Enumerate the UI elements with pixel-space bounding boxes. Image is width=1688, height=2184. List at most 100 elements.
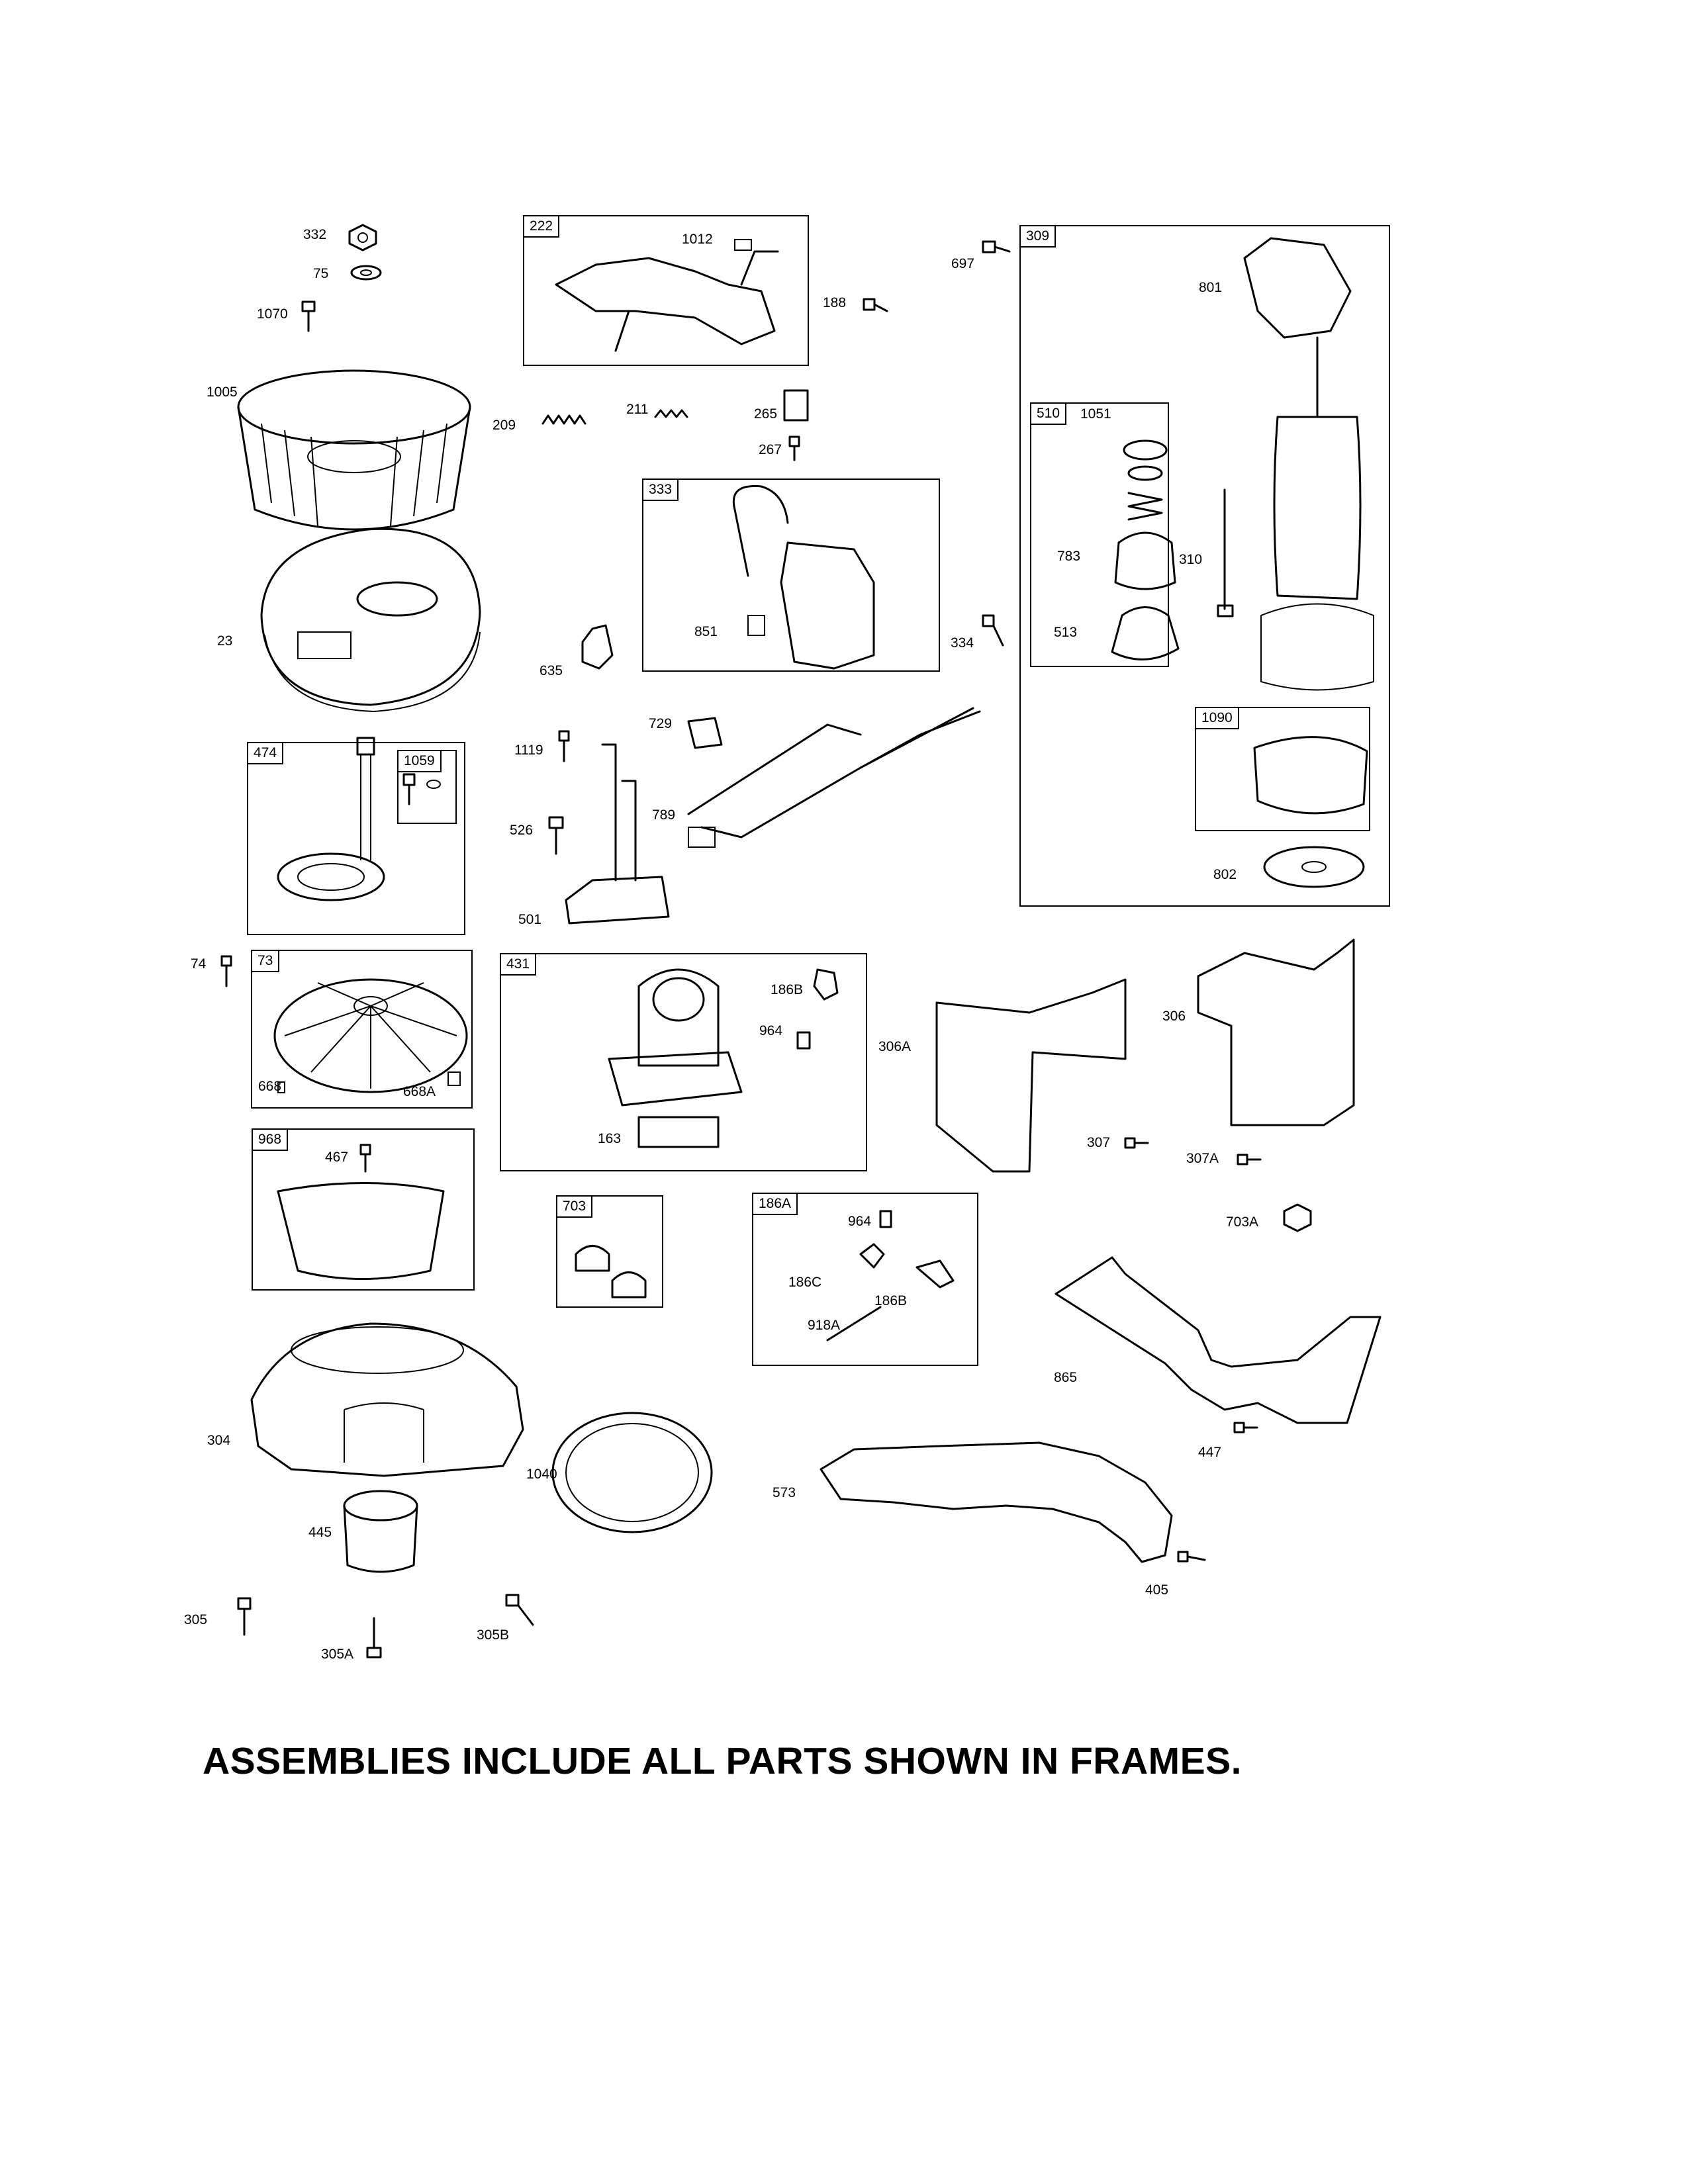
callout-1119: 1119 (514, 743, 543, 758)
frame-tag-968: 968 (253, 1130, 289, 1151)
blower-housing-304-drawing (250, 1322, 524, 1477)
callout-186B: 186B (771, 982, 804, 997)
screw-334-drawing (982, 614, 1004, 647)
screw-697-drawing (982, 240, 1011, 253)
callout-307A: 307A (1186, 1151, 1219, 1166)
ignition-coil-333-drawing (733, 484, 875, 670)
callout-467: 467 (325, 1150, 349, 1165)
washer-75-drawing (350, 265, 382, 281)
bolt-310-drawing (1217, 488, 1234, 617)
shroud-968-drawing (277, 1182, 445, 1280)
callout-635: 635 (539, 663, 563, 678)
ring-1040-drawing (551, 1412, 713, 1533)
bolt-526-drawing (548, 816, 564, 855)
screw-467-drawing (359, 1144, 371, 1173)
bolt-305-drawing (237, 1597, 252, 1636)
baffle-306A-drawing (935, 978, 1127, 1173)
callout-783: 783 (1057, 549, 1081, 564)
alternator-plug-drawing (356, 737, 375, 756)
callout-74: 74 (191, 956, 207, 972)
clip-851-drawing (747, 615, 765, 636)
frame-968: 968 (252, 1128, 475, 1291)
baffle-306-drawing (1197, 938, 1355, 1126)
spring-211-drawing (654, 409, 688, 418)
baffle-573-drawing (820, 1441, 1173, 1563)
callout-445: 445 (308, 1525, 332, 1540)
gear-783-drawing (1114, 531, 1176, 590)
spring-drawing (1127, 492, 1163, 521)
callout-573: 573 (773, 1485, 796, 1500)
callout-186C: 186C (788, 1275, 822, 1290)
screw-405-drawing (1177, 1551, 1206, 1563)
gasket-163-drawing (637, 1116, 720, 1148)
armature-drawing (1273, 416, 1362, 600)
callout-964-186A: 964 (848, 1214, 872, 1229)
frame-1090: 1090 (1195, 707, 1370, 831)
callout-729: 729 (649, 716, 673, 731)
callout-1040: 1040 (526, 1467, 557, 1482)
callout-267: 267 (759, 442, 782, 457)
fan-1005-drawing (237, 369, 471, 531)
frame-703: 703 (556, 1195, 663, 1308)
callout-305A: 305A (321, 1647, 354, 1662)
frame-tag-222: 222 (524, 216, 560, 238)
frame-tag-186A: 186A (753, 1194, 798, 1215)
frame-474: 474 (247, 742, 465, 935)
callout-703A: 703A (1226, 1214, 1259, 1230)
fitting-186B-186A-drawing (915, 1259, 955, 1289)
callout-501: 501 (518, 912, 542, 927)
frame-510: 510 (1030, 402, 1169, 667)
rectifier-501-drawing (565, 743, 670, 925)
cap-1051-drawing (1123, 439, 1168, 461)
clamps-703-drawing (575, 1245, 647, 1298)
frame-222: 222 (523, 215, 809, 366)
frame-tag-309: 309 (1021, 226, 1056, 248)
callout-211: 211 (626, 402, 649, 417)
plug-964-drawing (796, 1031, 811, 1050)
harness-plug-drawing (688, 827, 716, 848)
pin-668A-drawing (447, 1071, 461, 1086)
callout-1005: 1005 (207, 385, 238, 400)
filter-445-drawing (343, 1490, 418, 1573)
frame-tag-1059: 1059 (399, 751, 442, 772)
callout-304: 304 (207, 1433, 231, 1448)
clip-729-drawing (687, 717, 723, 749)
callout-23: 23 (217, 633, 233, 649)
screw-74-drawing (220, 955, 232, 987)
brush-holder-1090-drawing (1253, 736, 1368, 815)
assemblies-note: ASSEMBLIES INCLUDE ALL PARTS SHOWN IN FR… (203, 1740, 1242, 1782)
deflector-865-drawing (1055, 1256, 1382, 1424)
nut-332-drawing (348, 224, 377, 251)
frame-tag-431: 431 (501, 954, 537, 976)
callout-801: 801 (1199, 280, 1223, 295)
plug-964-186A-drawing (879, 1210, 892, 1228)
callout-697: 697 (951, 256, 975, 271)
callout-306A: 306A (878, 1039, 912, 1054)
frame-309: 309 (1019, 225, 1390, 907)
frame-tag-73: 73 (252, 951, 280, 972)
callout-1070: 1070 (257, 306, 288, 322)
bolt-305B-drawing (505, 1594, 534, 1626)
screw-1119-drawing (558, 730, 570, 762)
alternator-474-drawing (277, 852, 385, 901)
callout-186B-186A: 186B (874, 1293, 908, 1308)
screw-447-drawing (1233, 1422, 1258, 1433)
frame-tag-1090: 1090 (1196, 708, 1239, 729)
flywheel-23-drawing (260, 527, 481, 713)
frame-73: 73 (251, 950, 473, 1109)
fitting-186C-drawing (859, 1243, 885, 1269)
linkage-222-drawing (555, 250, 779, 352)
frame-tag-333: 333 (643, 480, 679, 501)
screw-1059-drawing (402, 773, 441, 805)
callout-75: 75 (313, 266, 329, 281)
callout-918A: 918A (808, 1318, 841, 1333)
nut-703A-drawing (1283, 1203, 1312, 1232)
callout-668: 668 (258, 1079, 282, 1094)
callout-447: 447 (1198, 1445, 1222, 1460)
spring-209-drawing (541, 414, 586, 425)
screw-307A-drawing (1237, 1154, 1262, 1165)
starter-housing-drawing (1260, 603, 1374, 691)
hose-918A-drawing (826, 1306, 882, 1342)
callout-668A: 668A (403, 1084, 436, 1099)
